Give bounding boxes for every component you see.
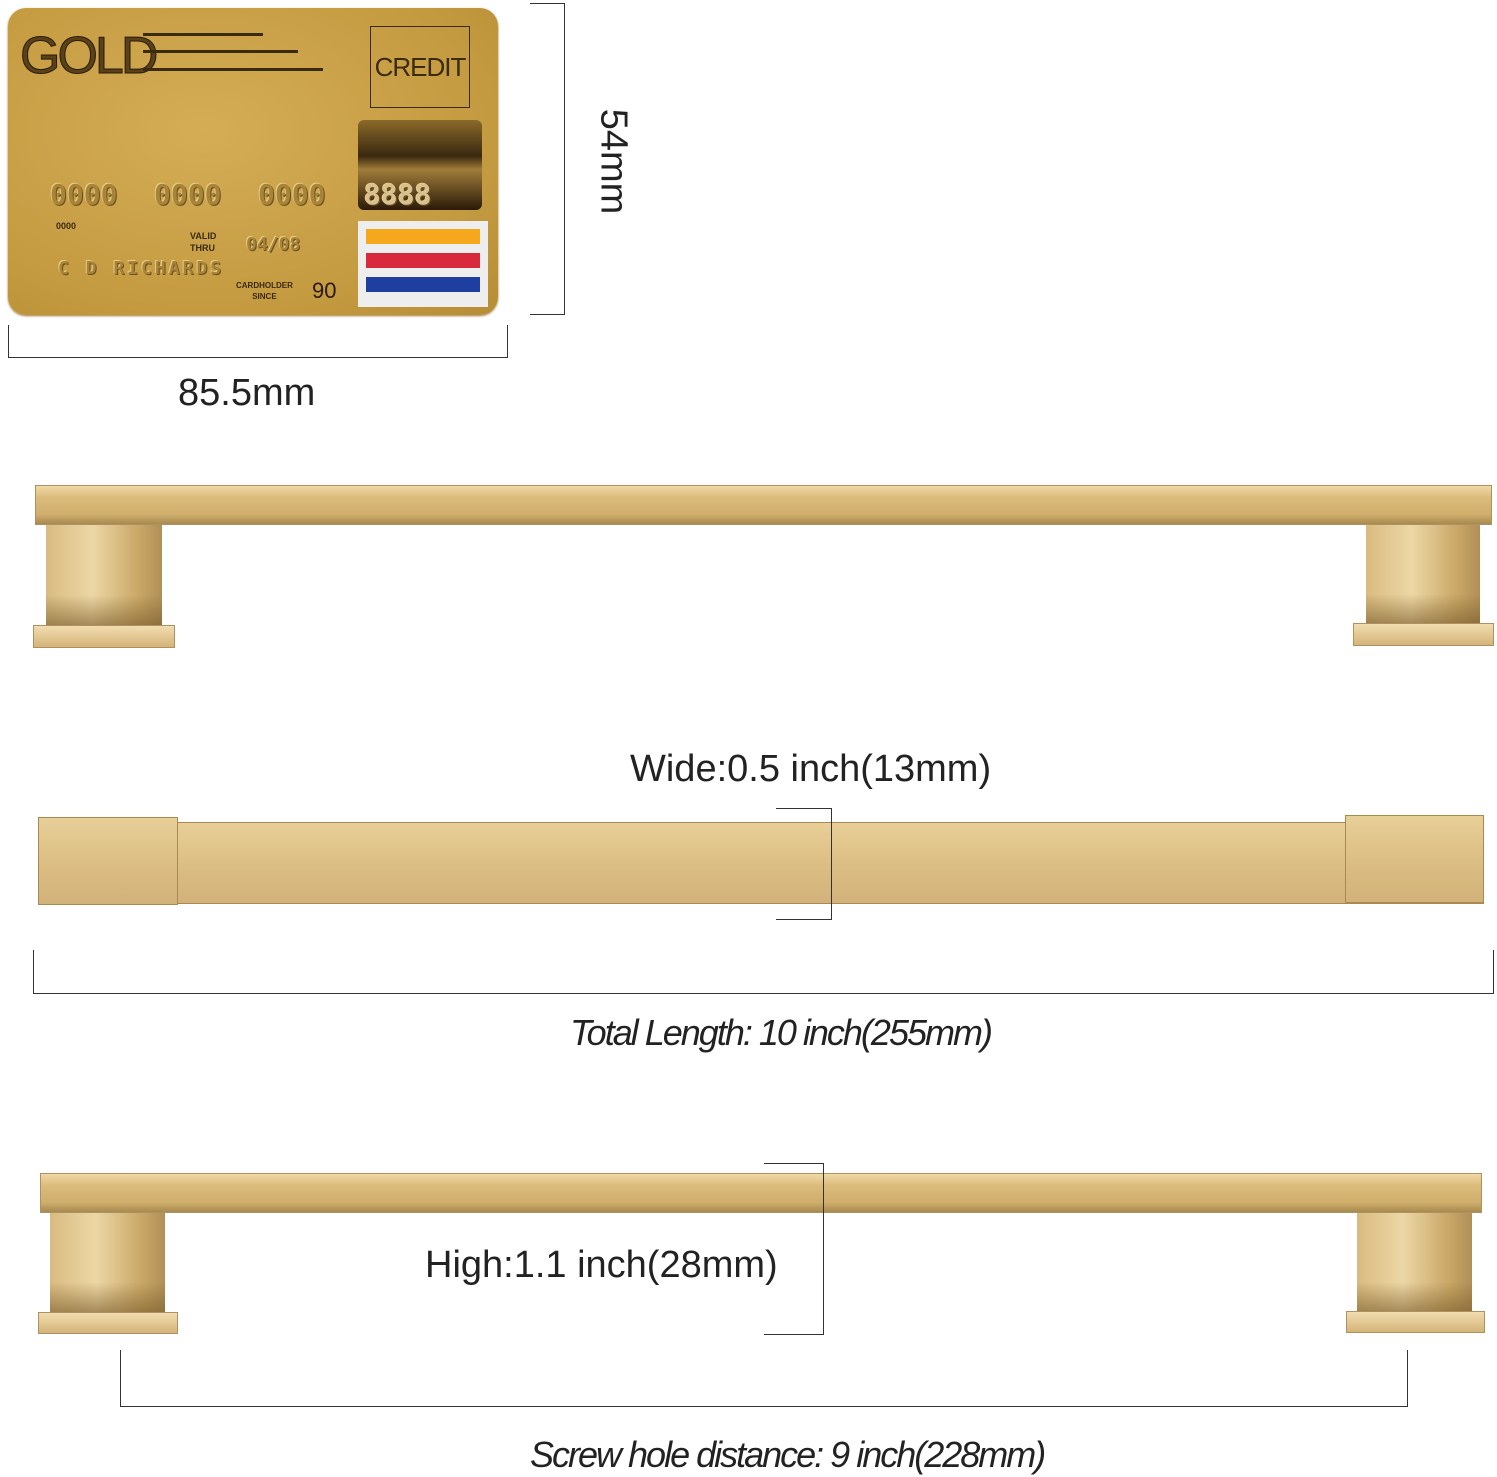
since-label: CARDHOLDER SINCE bbox=[236, 280, 293, 302]
handle-foot-right bbox=[1346, 1311, 1485, 1333]
total-length-label: Total Length: 10 inch(255mm) bbox=[570, 1012, 993, 1053]
stripe-yellow bbox=[366, 229, 480, 244]
handle-bar bbox=[35, 485, 1492, 525]
height-bracket bbox=[764, 1163, 824, 1335]
handle-end-right bbox=[1345, 815, 1484, 903]
card-width-bracket bbox=[8, 325, 508, 358]
card-number-3: 0000 bbox=[258, 178, 326, 211]
valid-label-1: VALID bbox=[190, 231, 217, 241]
card-line bbox=[143, 33, 263, 36]
valid-label-2: THRU bbox=[190, 243, 215, 253]
handle-top-bar bbox=[38, 822, 1484, 904]
card-line bbox=[143, 68, 323, 71]
width-bracket bbox=[776, 808, 832, 920]
handle-foot-right bbox=[1353, 623, 1494, 646]
card-number-4: 8888 bbox=[364, 178, 432, 211]
card-type: CREDIT bbox=[370, 26, 470, 108]
valid-date: 04/08 bbox=[246, 234, 301, 255]
valid-label: VALID THRU bbox=[190, 230, 216, 254]
card-height-bracket bbox=[530, 3, 565, 315]
card-small-number: 0000 bbox=[56, 221, 77, 231]
handle-leg-left bbox=[46, 525, 162, 625]
card-number-1: 0000 bbox=[50, 178, 118, 211]
screw-distance-label: Screw hole distance: 9 inch(228mm) bbox=[530, 1434, 1046, 1475]
since-label-2: SINCE bbox=[252, 292, 277, 301]
handle-foot-left bbox=[38, 1312, 178, 1334]
card-line bbox=[143, 50, 298, 53]
credit-card-reference: GOLD CREDIT 0000 0000 0000 8888 0000 VAL… bbox=[8, 8, 498, 315]
handle-leg-right bbox=[1366, 525, 1480, 623]
stripe-red bbox=[366, 253, 480, 268]
handle-leg-left bbox=[50, 1213, 165, 1312]
card-brand: GOLD bbox=[19, 27, 158, 86]
card-number-2: 0000 bbox=[154, 178, 222, 211]
handle-end-left bbox=[38, 817, 178, 905]
handle-leg-right bbox=[1357, 1213, 1472, 1312]
stripe-blue bbox=[366, 277, 480, 292]
since-value: 90 bbox=[312, 278, 337, 303]
total-length-bracket bbox=[33, 950, 1494, 994]
cardholder-name: C D RICHARDS bbox=[58, 258, 225, 279]
height-label: High:1.1 inch(28mm) bbox=[425, 1244, 778, 1286]
card-hologram bbox=[358, 120, 482, 210]
handle-bar bbox=[40, 1173, 1482, 1213]
card-height-label: 54mm bbox=[592, 108, 635, 215]
since-label-1: CARDHOLDER bbox=[236, 281, 293, 290]
card-width-label: 85.5mm bbox=[178, 372, 316, 414]
handle-foot-left bbox=[33, 625, 175, 648]
width-label: Wide:0.5 inch(13mm) bbox=[630, 748, 992, 790]
screw-distance-bracket bbox=[120, 1350, 1408, 1407]
card-logo-stripes bbox=[358, 221, 488, 307]
